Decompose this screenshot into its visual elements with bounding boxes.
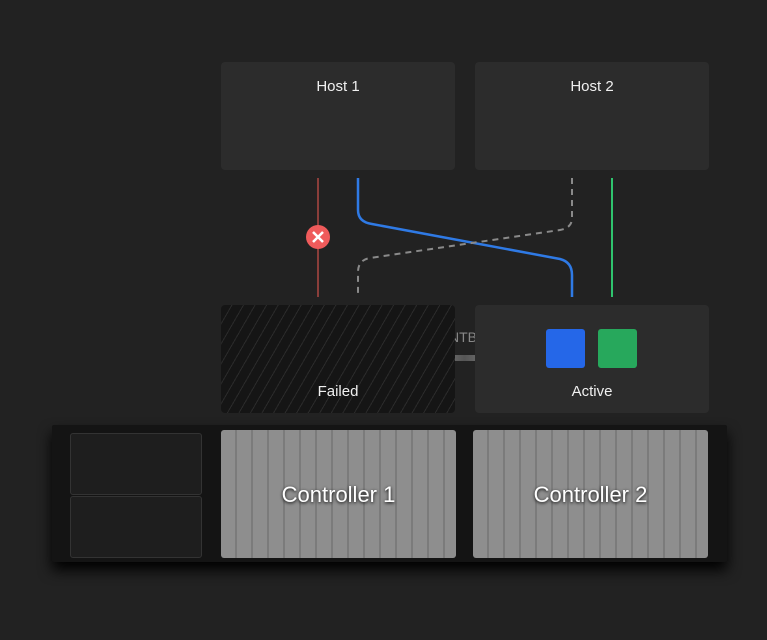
ntb-label: NTB (449, 329, 477, 345)
failed-controller-box: Failed (221, 305, 455, 413)
standby-path (357, 178, 573, 297)
green-port-square (598, 329, 637, 368)
failed-label: Failed (317, 383, 359, 400)
blue-port-square (546, 329, 585, 368)
controller-2-module: Controller 2 (473, 430, 708, 558)
host-2-box: Host 2 (475, 62, 709, 170)
blue-path (356, 178, 574, 297)
x-error-icon (306, 225, 330, 249)
controller-2-label: Controller 2 (533, 482, 648, 507)
power-supply-1 (70, 433, 202, 495)
controller-1-module: Controller 1 (221, 430, 456, 558)
active-label: Active (571, 383, 613, 400)
host-1-box: Host 1 (221, 62, 455, 170)
controller-1-label: Controller 1 (281, 482, 396, 507)
host-2-label: Host 2 (570, 78, 614, 95)
host-1-label: Host 1 (316, 78, 360, 95)
power-supply-2 (70, 496, 202, 558)
ntb-arrow-icon (428, 350, 501, 366)
active-controller-box: Active (475, 305, 709, 413)
